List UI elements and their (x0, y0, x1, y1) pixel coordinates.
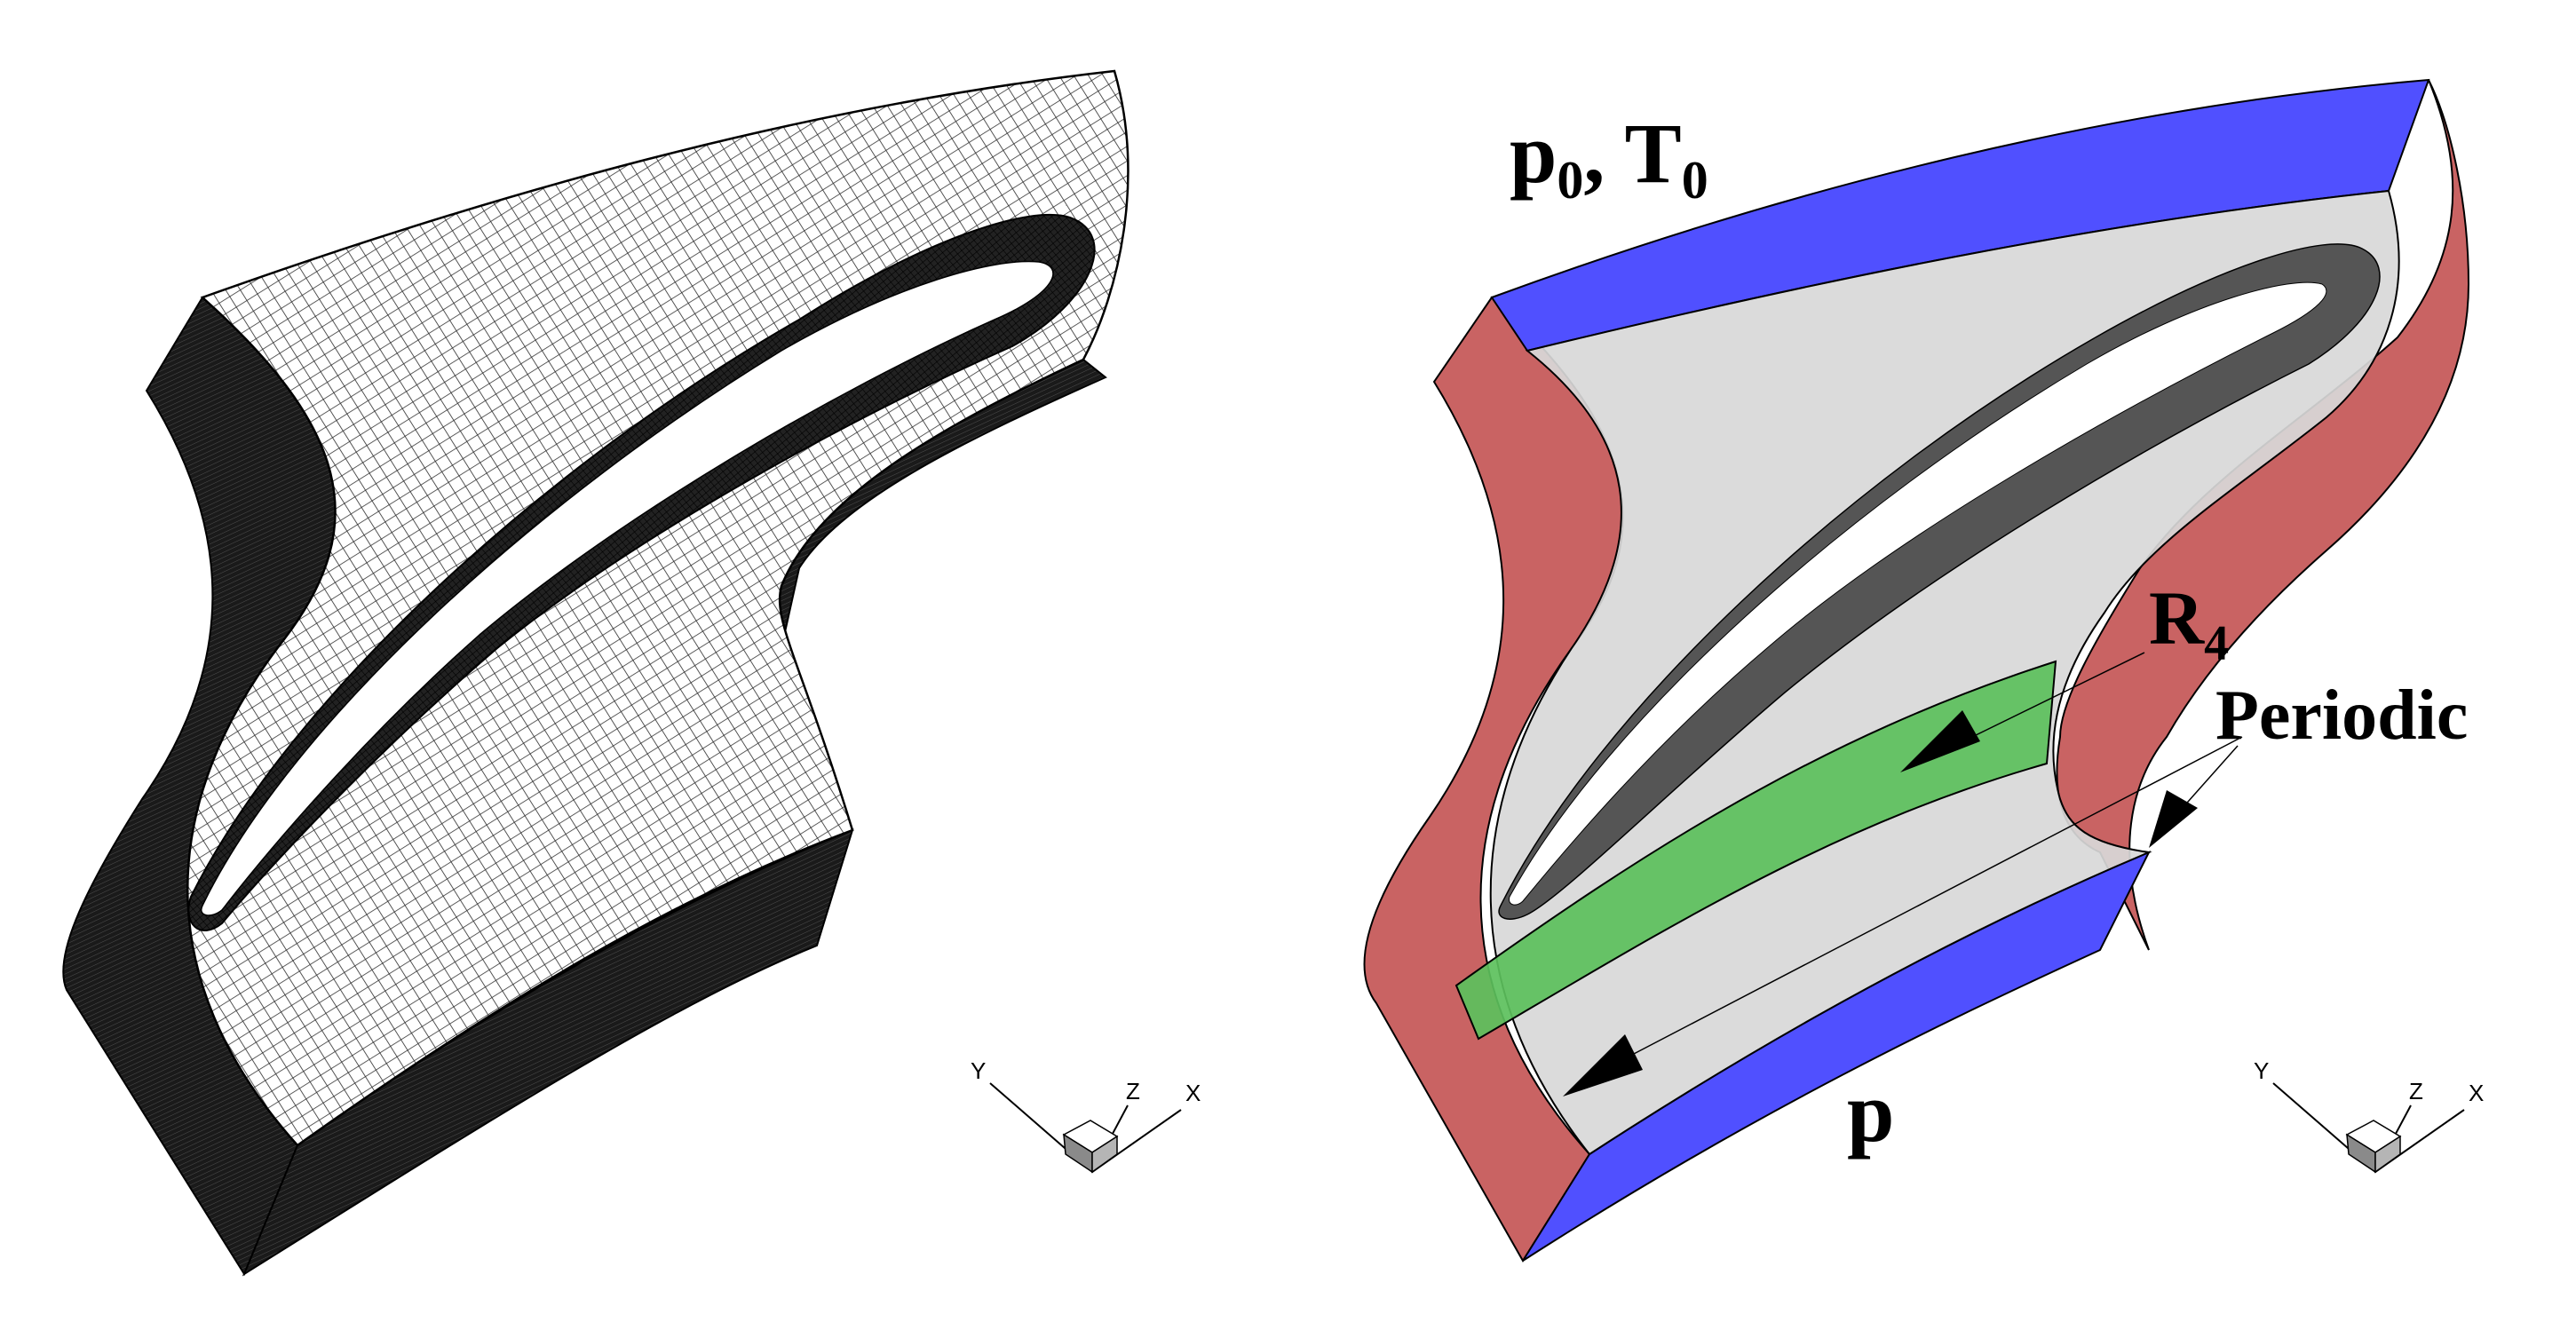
triad-y-label: Y (2254, 1057, 2269, 1084)
inlet-T: T (1625, 106, 1682, 201)
inlet-separator: , (1583, 106, 1624, 201)
mesh-panel (62, 69, 1129, 1277)
mesh-blade-hole (200, 260, 1054, 916)
bc-panel: p0, T0 p R4 Periodic (1363, 78, 2470, 1263)
triad-cube-front (1091, 1135, 1118, 1174)
triad-cube-front (2374, 1135, 2401, 1174)
triad-z-label: Z (1126, 1078, 1140, 1104)
inlet-p-subscript: 0 (1557, 151, 1583, 210)
periodic-arrowhead-1 (1563, 1034, 1643, 1096)
triad-x-label: X (2469, 1080, 2484, 1106)
inlet-T-subscript: 0 (1682, 151, 1708, 210)
inlet-p: p (1510, 106, 1557, 201)
r4-subscript: 4 (2204, 616, 2229, 671)
inlet-label: p0, T0 (1510, 106, 1708, 210)
periodic-arrowhead-2 (2149, 790, 2198, 848)
r4-letter: R (2149, 575, 2205, 661)
interface-r4-face (1454, 660, 2057, 1041)
outlet-label: p (1847, 1065, 1894, 1160)
blade-hole (1509, 281, 2327, 906)
r4-label: R4 (2149, 575, 2229, 671)
axis-triad-left: Y Z X (971, 1057, 1201, 1174)
periodic-label: Periodic (2215, 677, 2468, 755)
r4-arrowhead (1900, 710, 1980, 772)
triad-y-label: Y (971, 1057, 986, 1084)
blade-wall (1498, 243, 2381, 920)
triad-x-label: X (1185, 1080, 1201, 1106)
axis-triad-right: Y Z X (2254, 1057, 2484, 1174)
periodic-leader-line-1 (1611, 736, 2243, 1066)
mesh-boundary-layer (187, 213, 1096, 932)
triad-z-label: Z (2409, 1078, 2423, 1104)
